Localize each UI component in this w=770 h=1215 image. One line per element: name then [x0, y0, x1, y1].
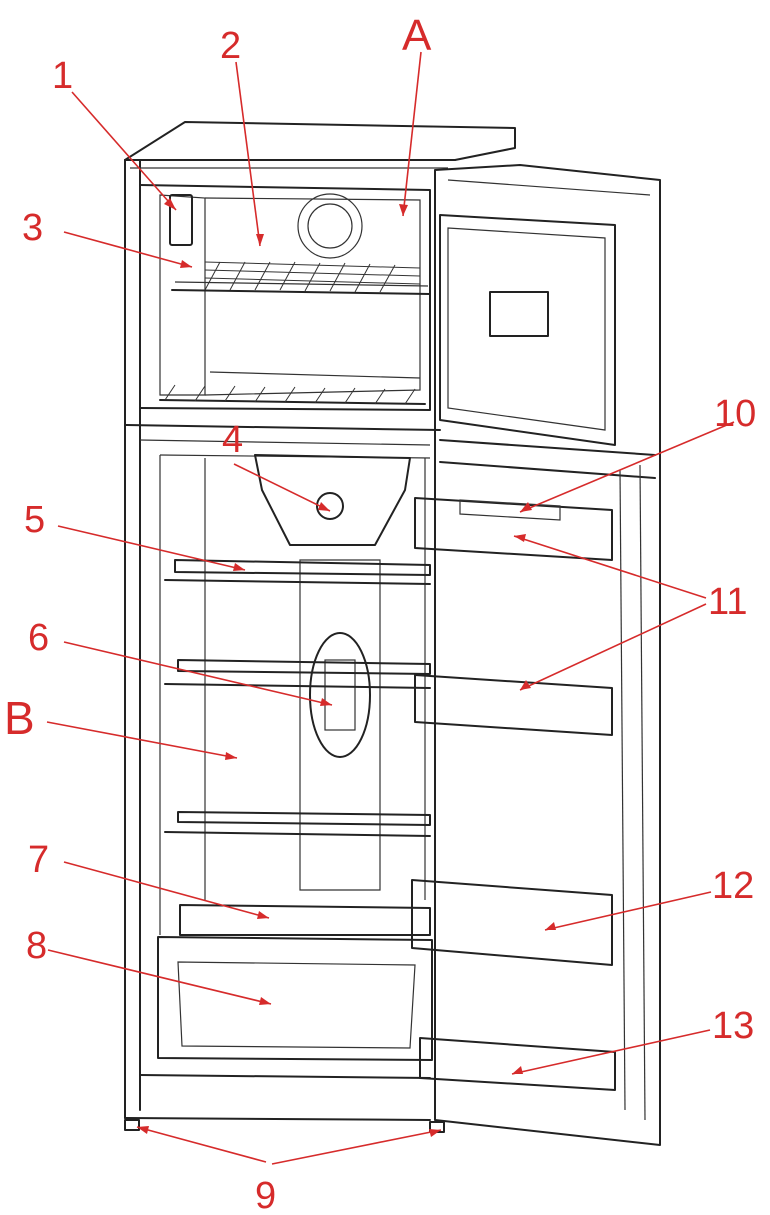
fridge-shelves — [164, 559, 431, 837]
callout-9: 9 — [255, 1175, 276, 1215]
callout-11: 11 — [708, 581, 747, 623]
freezer-shelf — [171, 261, 431, 295]
fridge-door — [411, 164, 661, 1146]
callout-6: 6 — [28, 617, 49, 659]
callout-10: 10 — [714, 393, 756, 435]
callout-A: A — [402, 11, 432, 60]
callout-2: 2 — [220, 25, 241, 67]
callout-labels: 1 2 A 3 10 4 5 11 6 B 7 12 8 13 9 — [4, 11, 756, 1215]
callout-7: 7 — [28, 839, 49, 881]
leader-lines — [46, 51, 735, 1165]
callout-8: 8 — [26, 925, 47, 967]
fridge-body — [124, 121, 516, 1133]
callout-13: 13 — [712, 1005, 754, 1047]
callout-5: 5 — [24, 499, 45, 541]
callout-1: 1 — [52, 55, 73, 97]
callout-12: 12 — [712, 865, 754, 907]
callout-3: 3 — [22, 207, 43, 249]
callout-B: B — [4, 692, 35, 744]
leader-arrowheads — [137, 198, 556, 1137]
callout-4: 4 — [222, 419, 243, 461]
